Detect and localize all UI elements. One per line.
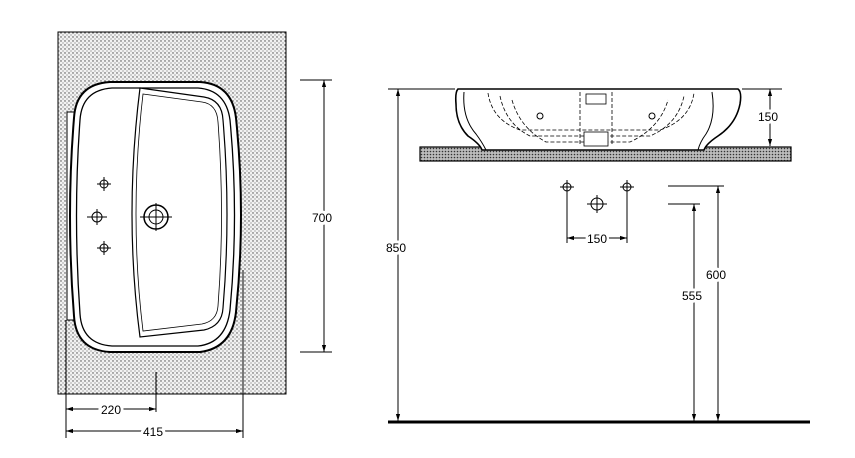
tap-hole-center <box>87 209 107 225</box>
dim-label-600: 600 <box>706 268 726 282</box>
dim-label-150-spacing: 150 <box>587 232 607 246</box>
dim-label-850: 850 <box>386 241 406 255</box>
drain-tail <box>585 93 607 105</box>
supply-hole-left <box>560 180 574 194</box>
hidden-bowl-line <box>487 92 695 131</box>
dim-label-220: 220 <box>101 403 121 417</box>
dim-label-150-height: 150 <box>758 110 778 124</box>
basin-inner-profile <box>463 91 714 151</box>
basin-bowl <box>131 87 228 338</box>
dim-label-415: 415 <box>143 425 163 439</box>
tap-hole-top <box>97 177 111 191</box>
side-view: 850 150 150 600 <box>383 88 810 424</box>
tap-hole-bottom <box>97 241 111 255</box>
plan-view: 220 415 700 <box>57 31 335 442</box>
supply-hole-right <box>620 180 634 194</box>
dim-label-700: 700 <box>312 211 332 225</box>
drain-hole <box>140 203 172 231</box>
basin-bowl-inner <box>135 93 222 332</box>
dim-label-555: 555 <box>682 289 702 303</box>
drain-outlet <box>587 195 607 213</box>
